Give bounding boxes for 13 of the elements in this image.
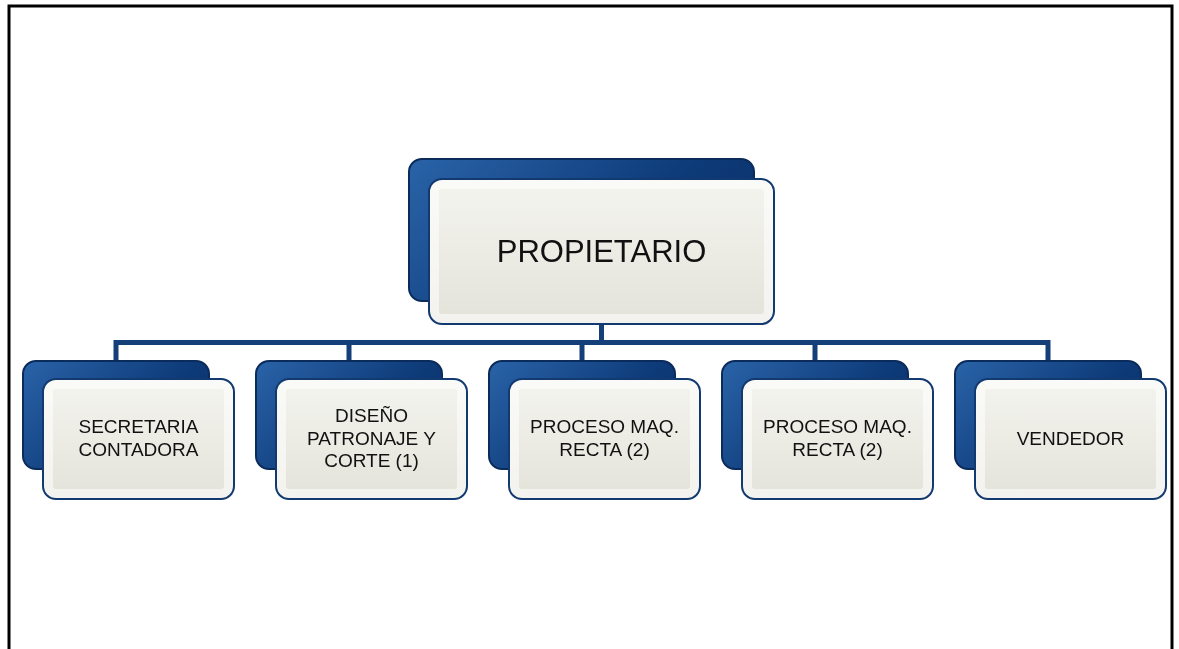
position-title: PROPIETARIO [496,232,707,271]
position-title: VENDEDOR [1016,427,1125,451]
position-title: DISEÑO PATRONAJE Y CORTE (1) [306,404,437,474]
org-chart-box [408,158,775,325]
org-chart-box [255,360,468,500]
org-chart-box [488,360,701,500]
org-chart-box [721,360,934,500]
position-title: PROCESO MAQ. RECTA (2) [529,416,680,462]
position-title: PROCESO MAQ. RECTA (2) [762,416,913,462]
org-chart-box [22,360,235,500]
org-chart-box [954,360,1167,500]
connector-line [599,325,1051,360]
position-title: SECRETARIA CONTADORA [77,416,200,462]
